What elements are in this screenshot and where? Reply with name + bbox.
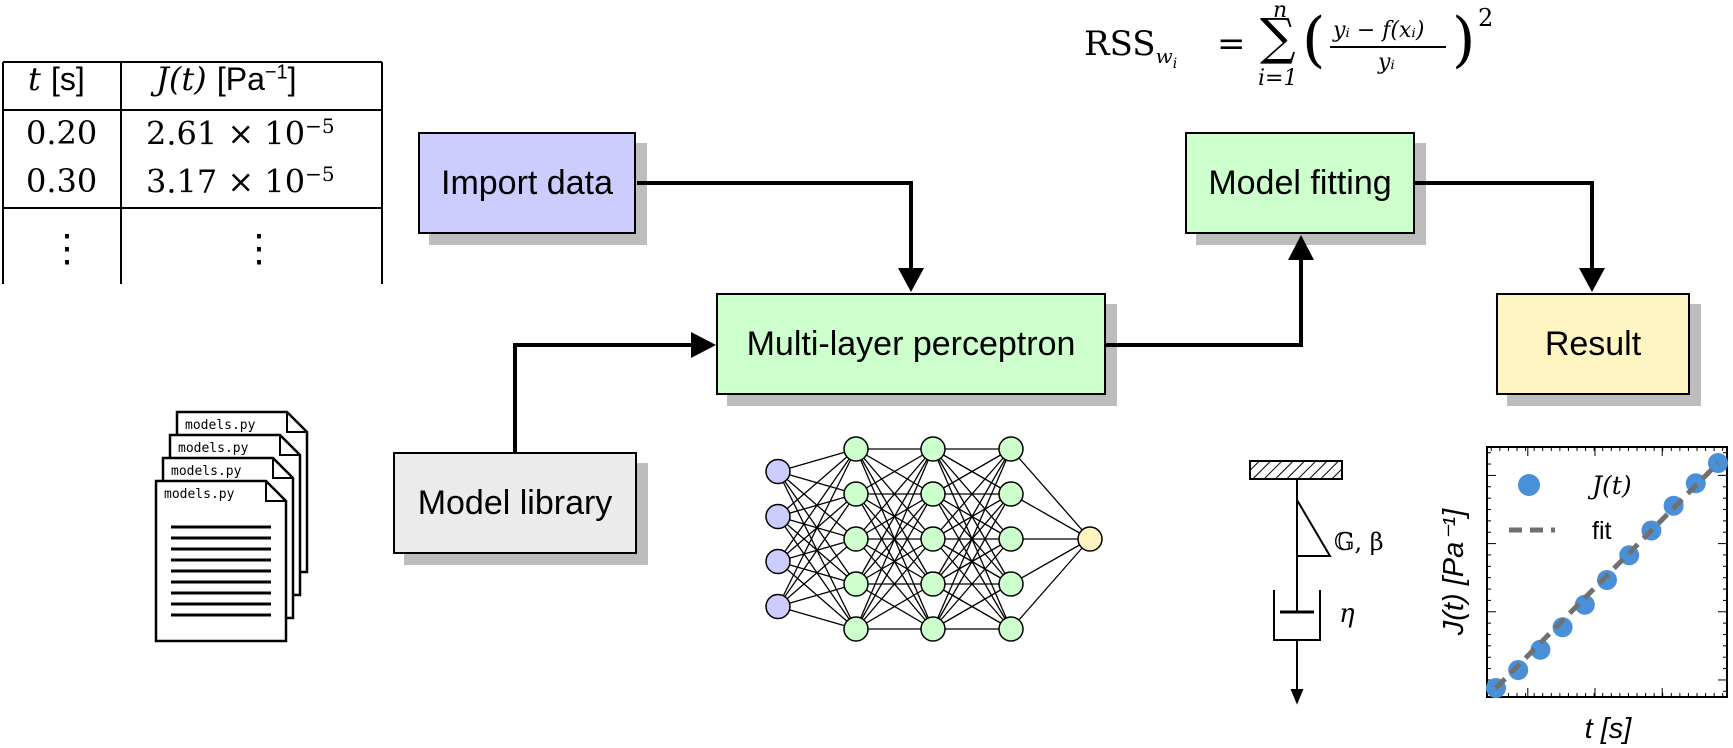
import-data-label: Import data [441,163,613,202]
table-row-2-value: 3.17 × 10−5 [146,162,335,201]
data-table: t [s] J(t) [Pa−1] 0.20 2.61 × 10−5 0.30 … [0,50,390,290]
formula-paren-right: ) [1452,5,1476,75]
arrowhead-up-fitting [1288,235,1314,260]
model-library-box: Model library [393,452,637,554]
arrow-import-to-mlp [637,181,913,270]
data-point [1530,639,1551,660]
table-row-1-time: 0.20 [26,114,98,152]
arrowhead-right-mlp [691,332,716,358]
arrow-fitting-to-result [1415,181,1594,270]
flow-arrows [513,181,1594,452]
file-label: models.py [178,441,249,456]
network-node [843,571,869,597]
rss-formula: RSSwi = n ∑ i=1 ( yᵢ − f(xᵢ) yᵢ ) 2 [1080,0,1500,100]
spring-triangle [1296,499,1332,557]
network-node [920,616,946,642]
table-ellipsis-2: ⋮ [240,226,278,270]
network-node [843,526,869,552]
arrowhead-down-result [1579,268,1605,292]
network-node [998,436,1024,462]
neural-network [765,436,1103,642]
file-label: models.py [171,464,242,479]
network-node [1077,526,1103,552]
formula-paren-left: ( [1302,5,1326,75]
table-ellipsis-1: ⋮ [48,226,86,270]
model-fitting-box: Model fitting [1185,132,1415,234]
network-node [998,526,1024,552]
arrowhead-down-mlp [898,268,924,292]
network-node [843,436,869,462]
formula-denominator: yᵢ [1378,50,1395,75]
data-point [1597,570,1617,590]
formula-equals: = [1217,24,1246,64]
network-node [920,436,946,462]
result-label: Result [1544,324,1642,363]
table-row-1-value: 2.61 × 10−5 [146,114,335,153]
network-node [920,481,946,507]
network-edges [777,448,1091,630]
file-stack: models.py models.py models.py models.py [154,410,309,643]
plot-legend: J(t) fit [1509,471,1632,545]
import-data-box: Import data [418,132,636,234]
network-node [843,481,869,507]
table-header-compliance: J(t) [Pa−1] [156,60,297,98]
network-node [920,526,946,552]
network-node [843,616,869,642]
file-label: models.py [164,487,235,502]
spring-label: 𝔾, β [1334,528,1384,556]
model-fitting-label: Model fitting [1208,163,1392,202]
arrow-mlp-to-fitting [1106,258,1303,347]
table-header-time: t [s] [28,60,85,98]
plot-series [1486,453,1728,698]
file-label: models.py [185,418,256,433]
legend-label-points: J(t) [1587,471,1632,500]
table-grid [2,61,383,284]
spring-dashpot-element [1249,460,1343,705]
legend-marker-points [1518,474,1540,496]
network-node [765,593,791,620]
table-row-2-time: 0.30 [26,162,98,200]
network-node [765,503,791,530]
mlp-label: Multi-layer perceptron [746,324,1076,363]
formula-sum-top: n [1273,0,1288,23]
formula-sum-bottom: i=1 [1258,66,1298,91]
wall-hatch [1249,460,1343,480]
network-node [765,548,791,575]
formula-numerator: yᵢ − f(xᵢ) [1333,18,1425,43]
network-node [998,481,1024,507]
data-point [1508,660,1529,680]
network-node [765,458,791,485]
chart-y-label: J(t) [Pa⁻¹] [1438,508,1470,636]
fit-line [1494,461,1720,690]
rod-arrowhead [1290,689,1304,705]
result-box: Result [1496,293,1690,395]
formula-sum: ∑ [1260,8,1296,66]
network-node [920,571,946,597]
arrow-heads [691,235,1605,358]
legend-label-fit: fit [1592,517,1612,545]
data-point [1574,594,1595,615]
formula-power: 2 [1478,4,1494,32]
formula-fraction-bar [1330,46,1446,48]
network-node [998,571,1024,597]
compliance-chart: J(t) fit t [s] J(t) [Pa⁻¹] [1438,446,1728,745]
network-node [998,616,1024,642]
dashpot-label: η [1339,599,1355,629]
file-sheet: models.py [154,479,288,643]
model-library-label: Model library [417,483,613,522]
formula-lhs: RSSwi [1084,24,1178,72]
mlp-box: Multi-layer perceptron [716,293,1106,395]
arrow-library-to-mlp [513,343,693,452]
chart-x-label: t [s] [1585,713,1633,745]
